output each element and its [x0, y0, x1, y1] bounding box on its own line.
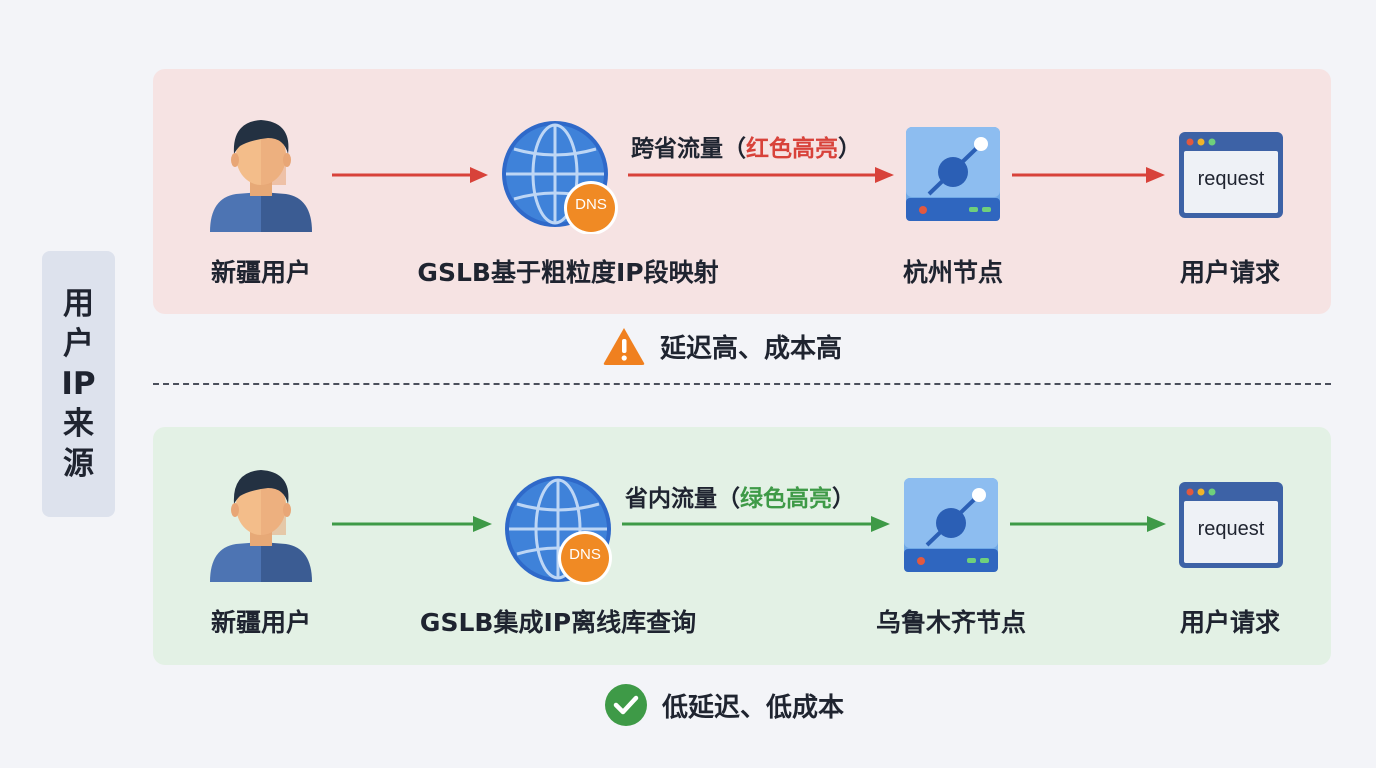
dns-badge: DNS [569, 546, 601, 563]
flow-note: 跨省流量（红色高亮） [631, 129, 861, 163]
node-label: 乌鲁木齐节点 [875, 608, 1027, 637]
user-icon [210, 470, 312, 582]
flow-note-suffix: ） [832, 486, 855, 512]
side-label-char: 用 [63, 286, 94, 322]
top-result: 延迟高、成本高 [602, 326, 842, 366]
request-text: request [1197, 168, 1265, 190]
user-label: 新疆用户 [210, 258, 312, 287]
side-label-char: 户 [63, 326, 94, 362]
flow-note-highlight: 绿色高亮 [740, 486, 832, 512]
globe-dns-icon [502, 121, 618, 234]
check-icon [605, 684, 647, 726]
warning-icon [603, 328, 645, 365]
bottom-scenario-panel [153, 427, 1331, 665]
node-label: 杭州节点 [902, 258, 1004, 287]
top-scenario-panel [153, 69, 1331, 314]
bottom-result-text: 低延迟、低成本 [662, 692, 845, 723]
request-label: 用户请求 [1179, 608, 1281, 637]
flow-arrow [1010, 516, 1166, 532]
flow-note-highlight: 红色高亮 [746, 136, 838, 162]
flow-note-prefix: 跨省流量（ [631, 136, 746, 162]
gslb-label: GSLB集成IP离线库查询 [419, 608, 697, 637]
side-label-char: IP [61, 366, 96, 402]
flow-note: 省内流量（绿色高亮） [625, 479, 855, 513]
gslb-label: GSLB基于粗粒度IP段映射 [417, 258, 719, 287]
flow-arrow [628, 167, 894, 183]
flow-note-suffix: ） [838, 136, 861, 162]
dns-badge: DNS [575, 196, 607, 213]
flow-note-prefix: 省内流量（ [625, 486, 740, 512]
globe-dns-icon [505, 476, 612, 585]
top-result-text: 延迟高、成本高 [660, 333, 843, 364]
browser-window-icon [1179, 482, 1283, 568]
flow-arrow [332, 516, 492, 532]
request-text: request [1197, 518, 1265, 540]
section-divider [153, 383, 1331, 385]
user-icon [210, 120, 312, 232]
side-label-user-ip-source: 用 户 IP 来 源 [42, 251, 115, 517]
side-label-char: 来 [63, 406, 94, 442]
browser-window-icon [1179, 132, 1283, 218]
flow-arrow [1012, 167, 1165, 183]
flow-arrow [332, 167, 488, 183]
server-node-icon [906, 127, 1000, 221]
user-label: 新疆用户 [210, 608, 312, 637]
side-label-char: 源 [63, 446, 94, 482]
request-label: 用户请求 [1179, 258, 1281, 287]
server-node-icon [904, 478, 998, 572]
flow-arrow [622, 516, 890, 532]
bottom-result: 低延迟、低成本 [604, 683, 844, 727]
